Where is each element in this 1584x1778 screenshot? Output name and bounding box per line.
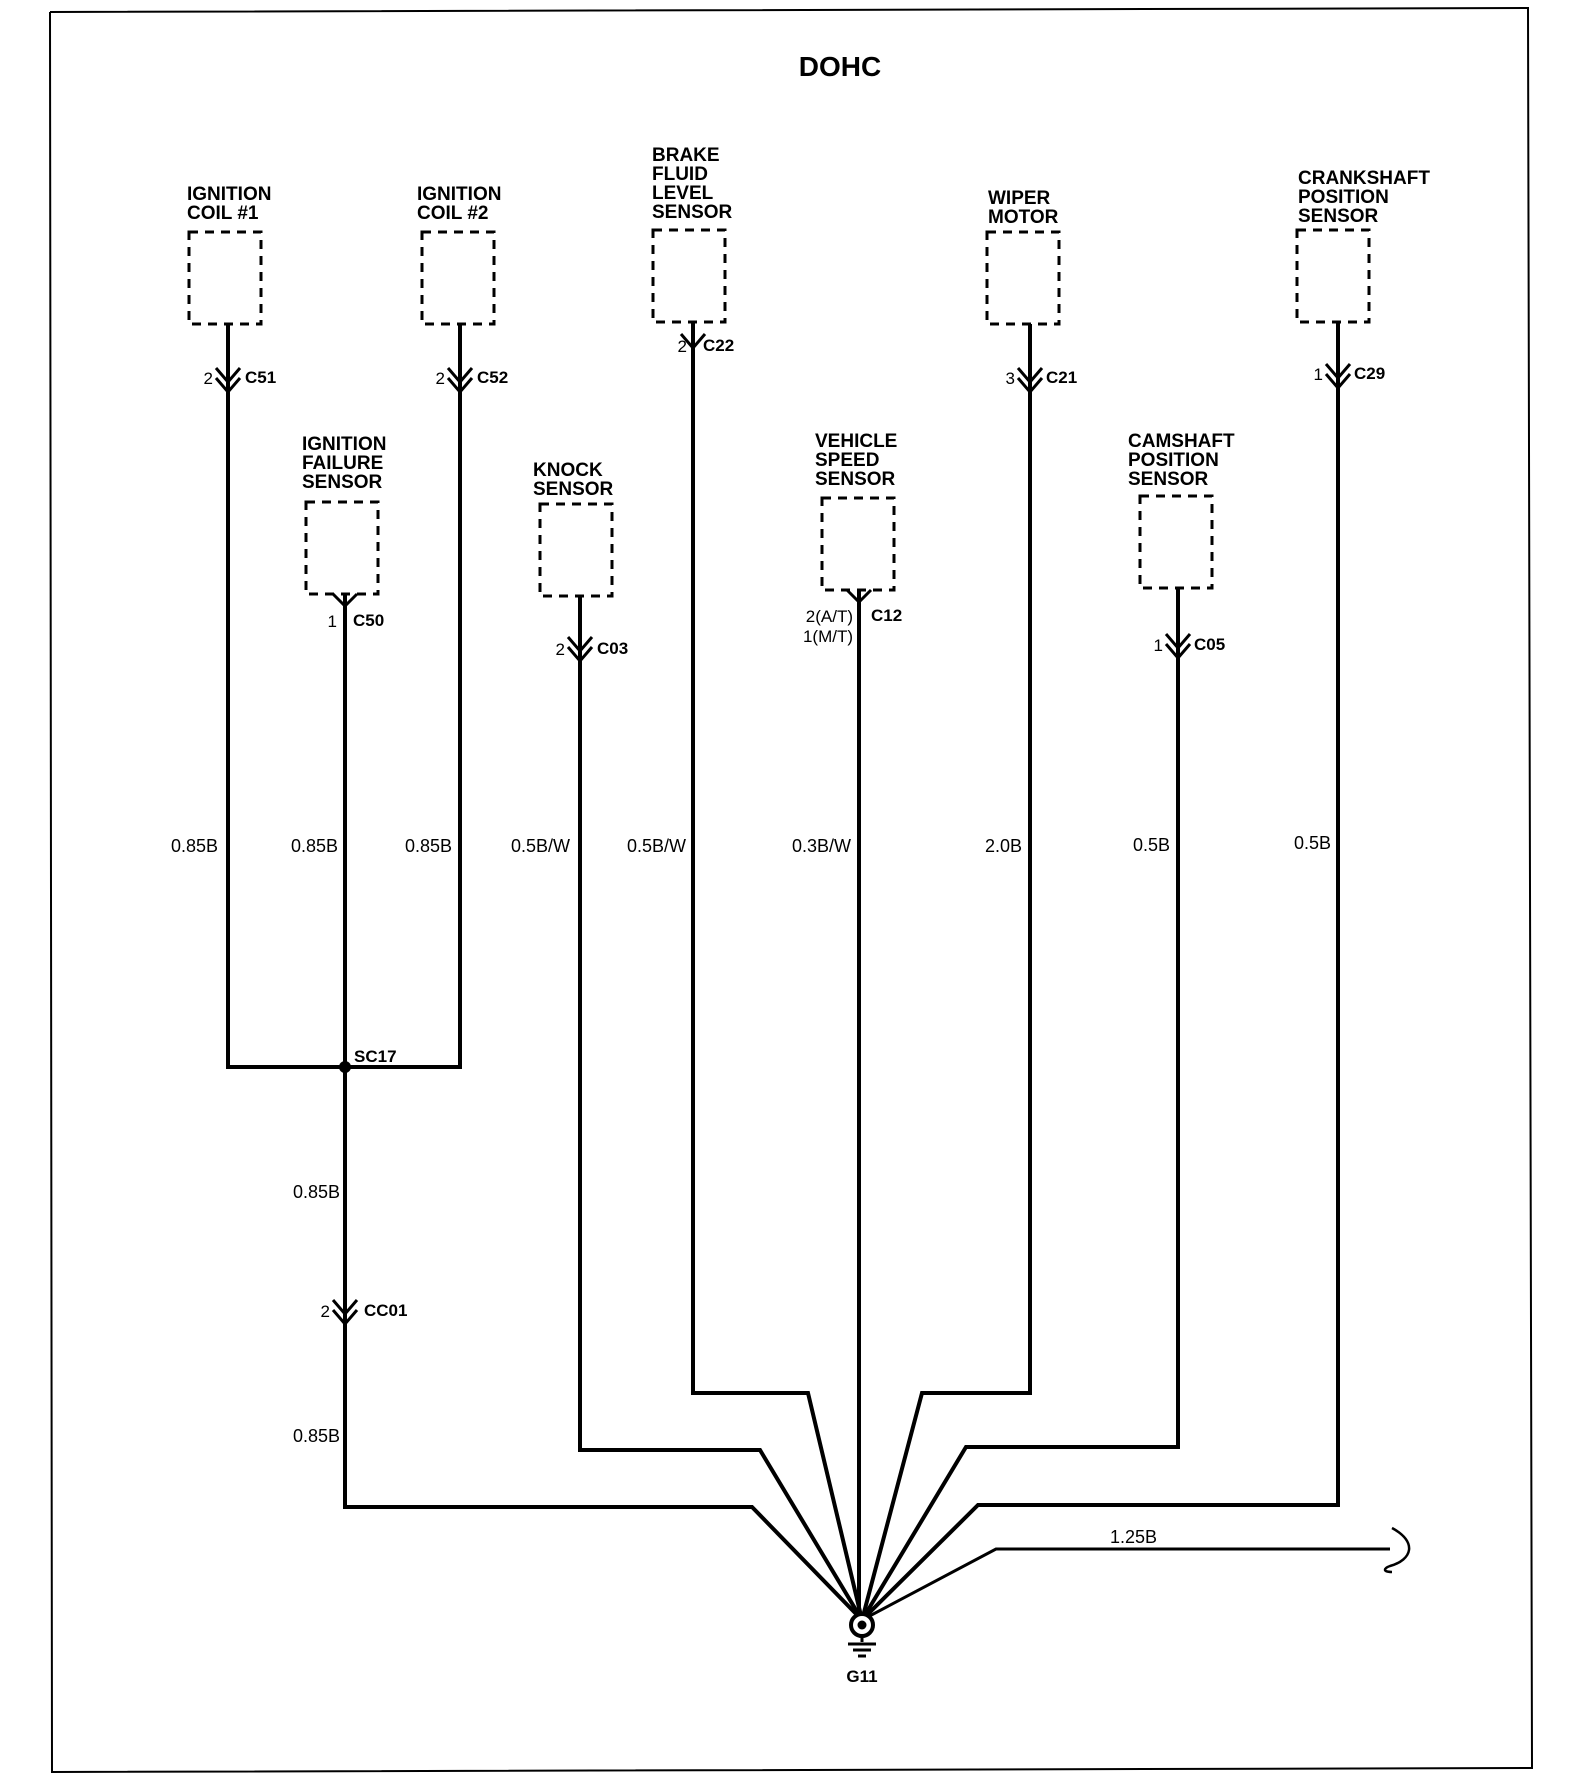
- connector-c21-icon: [1016, 367, 1044, 385]
- brake-fluid-level-sensor-label: BRAKE FLUID LEVEL SENSOR: [652, 145, 733, 223]
- wire-label-cc01-out: 0.85B: [293, 1426, 340, 1446]
- connector-c12-pin-at: 2(A/T): [806, 607, 853, 626]
- wire-camshaft-position-sensor: [860, 588, 1180, 1622]
- wire-label-wiper-motor: 2.0B: [985, 836, 1022, 856]
- ignition-coil-1-label: IGNITION COIL #1: [187, 184, 277, 224]
- knock-sensor-label: KNOCK SENSOR: [533, 460, 614, 500]
- wire-wiper-motor: [860, 324, 1032, 1621]
- connector-c05-label: C05: [1194, 635, 1225, 654]
- wire-label-failure-sensor: 0.85B: [291, 836, 338, 856]
- ground-g11-label: G11: [846, 1667, 877, 1686]
- wiper-motor-box: [985, 230, 1061, 326]
- camshaft-position-sensor-box: [1138, 494, 1214, 590]
- connector-c50-pin: 1: [328, 612, 337, 631]
- connector-cc01-icon-2: [331, 1309, 359, 1327]
- connector-c51-icon-2: [214, 377, 242, 395]
- vehicle-speed-sensor-label: VEHICLE SPEED SENSOR: [815, 431, 903, 490]
- connector-c22-pin: 2: [678, 337, 687, 356]
- ignition-failure-sensor-box: [304, 500, 380, 596]
- connector-c29-label: C29: [1354, 364, 1385, 383]
- ignition-coil-2-label: IGNITION COIL #2: [417, 184, 507, 224]
- wire-label-coil-1: 0.85B: [171, 836, 218, 856]
- wire-ignition-coil-1: [226, 324, 345, 1069]
- ignition-coil-2-box: [420, 230, 496, 326]
- connector-c21-icon-2: [1016, 377, 1044, 395]
- connector-c52-label: C52: [477, 368, 508, 387]
- connector-c21-label: C21: [1046, 368, 1077, 387]
- wire-label-extra: 1.25B: [1110, 1527, 1157, 1547]
- connector-cc01-pin: 2: [321, 1302, 330, 1321]
- connector-c51-label: C51: [245, 368, 276, 387]
- connector-c03-pin: 2: [556, 640, 565, 659]
- connector-c50-icon: [331, 592, 359, 609]
- wire-crankshaft-position-sensor: [860, 322, 1340, 1622]
- connector-c52-icon-2: [446, 377, 474, 395]
- connector-c51-icon: [214, 367, 242, 385]
- connector-c29-icon-2: [1324, 373, 1352, 391]
- camshaft-position-sensor-label: CAMSHAFT POSITION SENSOR: [1128, 431, 1240, 490]
- page-frame: [49, 6, 1534, 1774]
- connector-c52-pin: 2: [436, 369, 445, 388]
- wire-extra-1-25b: [861, 1547, 1390, 1622]
- wire-label-brake-fluid: 0.5B/W: [627, 836, 686, 856]
- connector-c03-icon-2: [566, 646, 594, 664]
- connector-c03-icon: [566, 636, 594, 654]
- connector-c03-label: C03: [597, 639, 628, 658]
- diagram-title: DOHC: [799, 51, 881, 82]
- splice-sc17-label: SC17: [354, 1047, 397, 1066]
- wire-break-symbol: [1383, 1526, 1411, 1574]
- connector-c05-icon: [1164, 633, 1192, 651]
- wire-label-coil-2: 0.85B: [405, 836, 452, 856]
- connector-c21-pin: 3: [1006, 369, 1015, 388]
- vehicle-speed-sensor-box: [820, 496, 896, 592]
- connector-c12-pin-mt: 1(M/T): [803, 627, 853, 646]
- connector-c51-pin: 2: [204, 369, 213, 388]
- crankshaft-position-sensor-box: [1295, 228, 1371, 324]
- ignition-failure-sensor-label: IGNITION FAILURE SENSOR: [302, 434, 392, 493]
- wire-ignition-coil-2: [345, 324, 462, 1069]
- wire-label-splice-out: 0.85B: [293, 1182, 340, 1202]
- connector-c22-icon: [679, 333, 707, 351]
- wiper-motor-label: WIPER MOTOR: [988, 188, 1059, 228]
- connector-c29-pin: 1: [1314, 365, 1323, 384]
- wire-cc01-to-ground: [343, 1310, 864, 1622]
- ignition-coil-1-box: [187, 230, 263, 326]
- connector-c52-icon: [446, 367, 474, 385]
- connector-c12-icon: [845, 588, 873, 605]
- connector-c05-icon-2: [1164, 643, 1192, 661]
- connector-cc01-label: CC01: [364, 1301, 407, 1320]
- connector-c22-label: C22: [703, 336, 734, 355]
- wire-label-camshaft: 0.5B: [1133, 835, 1170, 855]
- connector-c50-label: C50: [353, 611, 384, 630]
- knock-sensor-box: [538, 502, 614, 598]
- connector-c12-label: C12: [871, 606, 902, 625]
- connector-c29-icon: [1324, 363, 1352, 381]
- ground-g11-icon: [848, 1612, 876, 1658]
- crankshaft-position-sensor-label: CRANKSHAFT POSITION SENSOR: [1298, 168, 1435, 227]
- wire-label-knock-sensor: 0.5B/W: [511, 836, 570, 856]
- brake-fluid-level-sensor-box: [651, 228, 727, 324]
- wire-label-crankshaft: 0.5B: [1294, 833, 1331, 853]
- wire-knock-sensor: [578, 596, 864, 1622]
- connector-c05-pin: 1: [1154, 636, 1163, 655]
- wire-label-vehicle-speed: 0.3B/W: [792, 836, 851, 856]
- wire-brake-fluid-level-sensor: [691, 322, 864, 1621]
- connector-cc01-icon: [331, 1299, 359, 1317]
- splice-sc17-node: [339, 1061, 351, 1073]
